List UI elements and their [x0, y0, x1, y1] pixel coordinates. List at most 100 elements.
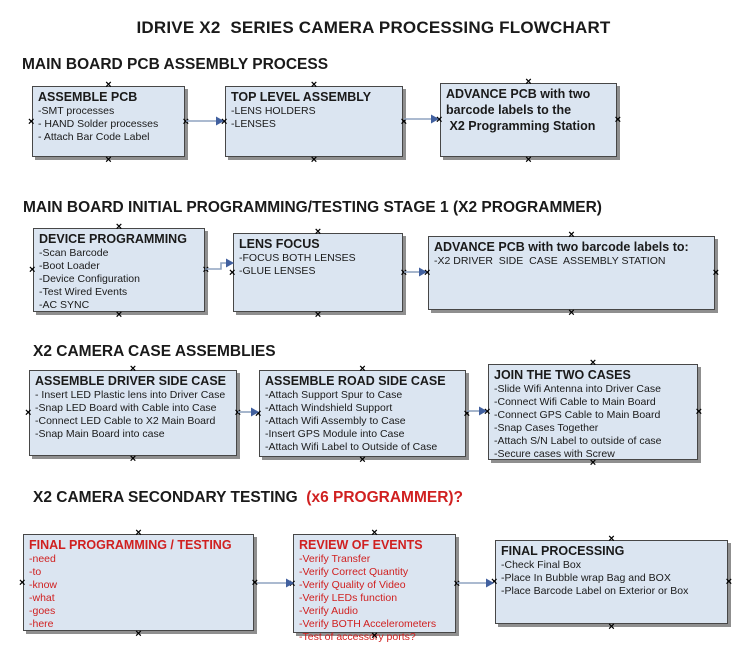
- connector-arrow[interactable]: [186, 115, 225, 127]
- box-title: LENS FOCUS: [239, 237, 320, 251]
- connector-arrow[interactable]: [467, 405, 488, 417]
- connection-handle-icon: ×: [105, 79, 112, 91]
- box-item: -Slide Wifi Antenna into Driver Case: [494, 383, 661, 395]
- box-title: REVIEW OF EVENTS: [299, 538, 423, 552]
- box-item: - HAND Solder processes: [38, 118, 159, 130]
- connection-handle-icon: ×: [310, 154, 318, 166]
- box-item: -Insert GPS Module into Case: [265, 428, 405, 440]
- connection-handle-icon: ×: [135, 527, 142, 539]
- box-item: -goes: [29, 605, 56, 617]
- box-title: DEVICE PROGRAMMING: [39, 232, 187, 246]
- connection-handle-icon: ×: [115, 309, 123, 321]
- box-item: -Place Barcode Label on Exterior or Box: [501, 585, 689, 597]
- connector-arrow[interactable]: [238, 406, 260, 418]
- connector-arrow[interactable]: [257, 577, 295, 589]
- box-title: ADVANCE PCB with two barcode labels to:: [434, 240, 689, 254]
- box-item: -Verify Transfer: [299, 553, 371, 565]
- box-item: -Verify LEDs function: [299, 592, 398, 604]
- flow-box-top-level-assembly[interactable]: TOP LEVEL ASSEMBLY -LENS HOLDERS -LENSES…: [221, 80, 407, 166]
- connection-handle-icon: ×: [525, 76, 532, 88]
- box-title: ASSEMBLE PCB: [38, 90, 138, 104]
- page-title: IDRIVE X2 SERIES CAMERA PROCESSING FLOWC…: [136, 18, 611, 37]
- box-item: -Snap Cases Together: [494, 422, 599, 434]
- box-title: ASSEMBLE ROAD SIDE CASE: [265, 374, 446, 388]
- box-item: -Place In Bubble wrap Bag and BOX: [501, 572, 671, 584]
- flow-box-assemble-driver-side-case[interactable]: ASSEMBLE DRIVER SIDE CASE - Insert LED P…: [25, 364, 241, 465]
- flow-box-assemble-pcb[interactable]: ASSEMBLE PCB -SMT processes - HAND Solde…: [28, 80, 189, 166]
- flow-box-advance-to-programming-station[interactable]: ADVANCE PCB with two barcode labels to t…: [436, 77, 621, 166]
- connection-handle-icon: ×: [608, 533, 615, 545]
- connection-handle-icon: ×: [608, 621, 615, 633]
- box-item: -Verify BOTH Accelerometers: [299, 618, 437, 630]
- connection-handle-icon: ×: [314, 226, 322, 238]
- flow-box-assemble-road-side-case[interactable]: ASSEMBLE ROAD SIDE CASE -Attach Support …: [255, 364, 470, 466]
- connection-handle-icon: ×: [525, 154, 532, 166]
- connector-arrow[interactable]: [404, 113, 440, 125]
- connection-handle-icon: ×: [28, 115, 35, 128]
- section-heading-initial-programming: MAIN BOARD INITIAL PROGRAMMING/TESTING S…: [23, 199, 602, 216]
- heading-red-part: (x6 PROGRAMMER)?: [306, 489, 464, 506]
- connection-handle-icon: ×: [29, 264, 36, 276]
- box-item: - Insert LED Plastic lens into Driver Ca…: [35, 389, 226, 401]
- flow-box-lens-focus[interactable]: LENS FOCUS -FOCUS BOTH LENSES -GLUE LENS…: [229, 227, 407, 321]
- section-heading-pcb-assembly: MAIN BOARD PCB ASSEMBLY PROCESS: [22, 56, 329, 73]
- heading-black-part: X2 CAMERA SECONDARY TESTING: [33, 489, 307, 506]
- box-item: -FOCUS BOTH LENSES: [239, 252, 356, 264]
- flow-box-review-of-events[interactable]: REVIEW OF EVENTS -Verify Transfer -Verif…: [289, 528, 460, 644]
- box-item: -AC SYNC: [39, 299, 90, 311]
- box-item: -Attach Wifi Assembly to Case: [265, 415, 406, 427]
- flow-box-join-the-two-cases[interactable]: JOIN THE TWO CASES -Slide Wifi Antenna i…: [484, 358, 702, 469]
- connection-handle-icon: ×: [725, 576, 732, 588]
- box-title: ASSEMBLE DRIVER SIDE CASE: [35, 374, 227, 388]
- box-item: -here: [29, 618, 54, 630]
- connection-handle-icon: ×: [712, 267, 719, 279]
- connection-handle-icon: ×: [105, 154, 112, 166]
- box-item: -X2 DRIVER SIDE CASE ASSEMBLY STATION: [434, 255, 666, 267]
- box-item: -Snap LED Board with Cable into Case: [35, 402, 217, 414]
- box-item: -Attach Wifi Label to Outside of Case: [265, 441, 438, 453]
- box-item: -LENS HOLDERS: [231, 105, 316, 117]
- box-item: -Connect GPS Cable to Main Board: [494, 409, 661, 421]
- box-item: -Device Configuration: [39, 273, 140, 285]
- connection-handle-icon: ×: [568, 229, 575, 241]
- box-item: -GLUE LENSES: [239, 265, 316, 277]
- connection-handle-icon: ×: [614, 114, 621, 126]
- flow-box-final-programming-testing[interactable]: FINAL PROGRAMMING / TESTING -need -to -k…: [19, 528, 258, 640]
- connection-handle-icon: ×: [314, 309, 322, 321]
- box-item: -Connect Wifi Cable to Main Board: [494, 396, 656, 408]
- connection-handle-icon: ×: [310, 79, 318, 91]
- connection-handle-icon: ×: [19, 576, 26, 589]
- box-item: -Scan Barcode: [39, 247, 109, 259]
- flow-box-device-programming[interactable]: DEVICE PROGRAMMING -Scan Barcode -Boot L…: [29, 222, 209, 321]
- flow-box-advance-to-case-assembly[interactable]: ADVANCE PCB with two barcode labels to: …: [424, 230, 719, 319]
- connection-handle-icon: ×: [135, 628, 142, 640]
- connector-arrow[interactable]: [204, 256, 236, 272]
- connection-handle-icon: ×: [25, 407, 32, 419]
- box-item: -Verify Audio: [299, 605, 358, 617]
- box-item: -what: [29, 592, 55, 604]
- connection-handle-icon: ×: [359, 454, 366, 466]
- box-item: -LENSES: [231, 118, 276, 130]
- connector-arrow[interactable]: [457, 577, 495, 589]
- section-heading-secondary-testing: X2 CAMERA SECONDARY TESTING (x6 PROGRAMM…: [33, 489, 463, 507]
- box-item: -Verify Quality of Video: [299, 579, 406, 591]
- connector-arrow[interactable]: [404, 266, 428, 278]
- connection-handle-icon: ×: [371, 527, 378, 539]
- box-title: JOIN THE TWO CASES: [494, 368, 631, 382]
- connection-handle-icon: ×: [359, 363, 366, 375]
- box-item: -Verify Correct Quantity: [299, 566, 409, 578]
- box-item: -Boot Loader: [39, 260, 100, 272]
- connection-handle-icon: ×: [695, 406, 702, 418]
- connection-handle-icon: ×: [115, 221, 123, 233]
- box-item: -Attach S/N Label to outside of case: [494, 435, 662, 447]
- box-item: -Secure cases with Screw: [494, 448, 615, 460]
- connection-handle-icon: ×: [568, 307, 575, 319]
- box-title: FINAL PROGRAMMING / TESTING: [29, 538, 232, 552]
- box-item: -Attach Windshield Support: [265, 402, 393, 414]
- box-item: -SMT processes: [38, 105, 115, 117]
- section-heading-case-assemblies: X2 CAMERA CASE ASSEMBLIES: [33, 343, 276, 360]
- flow-box-final-processing[interactable]: FINAL PROCESSING -Check Final Box -Place…: [491, 534, 732, 633]
- box-item: - Attach Bar Code Label: [38, 131, 150, 143]
- box-title: FINAL PROCESSING: [501, 544, 625, 558]
